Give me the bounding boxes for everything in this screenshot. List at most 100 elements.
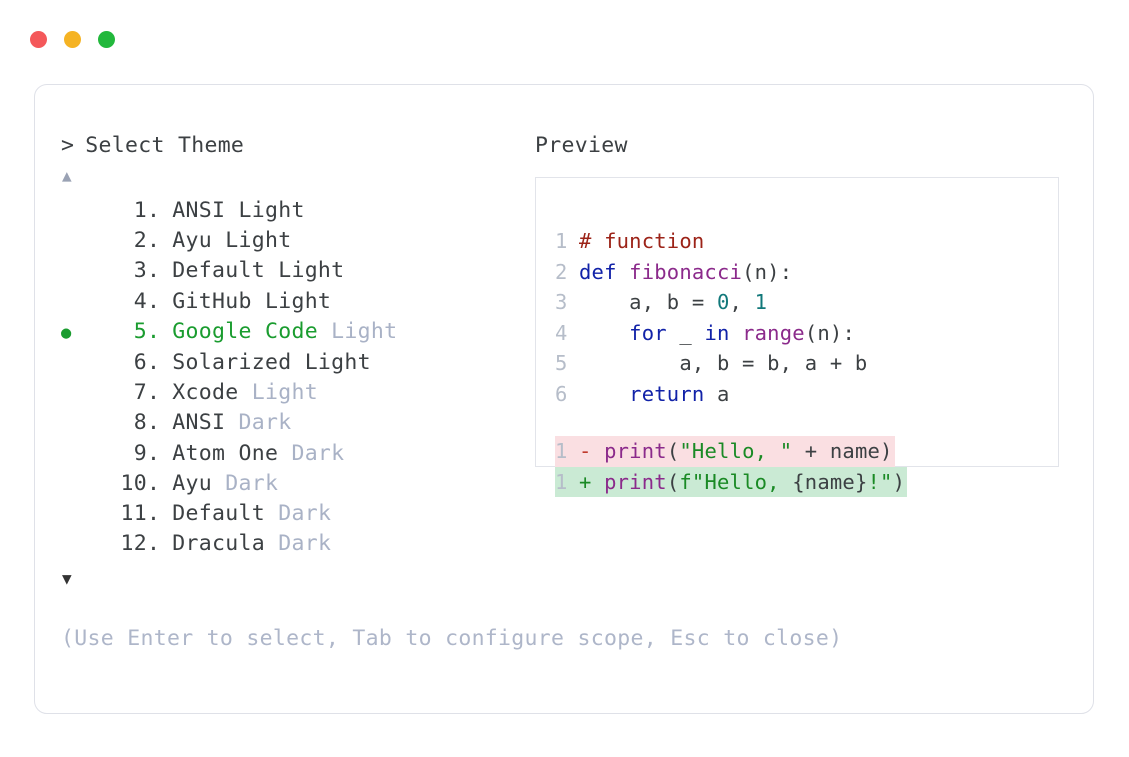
theme-item-index-dot: .	[147, 318, 161, 344]
diff-lines: 1- print("Hello, " + name)1+ print(f"Hel…	[555, 436, 1054, 497]
code-token: range	[742, 320, 805, 345]
diff-sign: +	[579, 469, 605, 494]
theme-list-item[interactable]: 4.GitHub Light	[61, 287, 531, 317]
diff-line-number: 1	[555, 436, 579, 467]
page-title: Select Theme	[85, 133, 245, 158]
theme-item-index-dot: .	[147, 258, 161, 284]
code-line: 1# function	[555, 226, 1054, 257]
code-token: + name)	[792, 439, 893, 463]
code-token	[579, 382, 629, 406]
code-token	[730, 321, 743, 345]
diff-sign: -	[579, 439, 605, 463]
code-token: 0	[716, 290, 730, 314]
code-token: a, b =	[579, 290, 717, 314]
theme-list-item[interactable]: 10.Ayu Dark	[61, 469, 531, 499]
theme-item-index-dot: .	[147, 531, 161, 557]
maximize-window-button[interactable]	[98, 31, 115, 48]
code-token: (	[666, 469, 680, 494]
code-token: (n):	[804, 320, 855, 345]
code-token: "Hello, "	[679, 439, 793, 463]
code-token: fibonacci	[629, 259, 743, 284]
theme-item-name: Atom One	[172, 440, 279, 466]
code-token: )	[892, 469, 906, 494]
theme-list-item[interactable]: 12.Dracula Dark	[61, 529, 531, 559]
code-line-content: def fibonacci(n):	[579, 257, 792, 288]
theme-list-item[interactable]: 3. Default Light	[61, 256, 531, 286]
theme-item-index: 5	[133, 318, 147, 344]
theme-item-index: 1	[133, 198, 147, 223]
window-controls	[30, 31, 115, 48]
theme-item-index-dot: .	[147, 350, 161, 376]
theme-item-variant: Dark	[264, 531, 332, 557]
theme-item-name: ANSI	[172, 410, 226, 436]
code-line-content: for _ in range(n):	[579, 318, 855, 349]
code-line-content: a, b = b, a + b	[579, 348, 867, 379]
code-line-content: return a	[579, 379, 730, 410]
theme-item-index: 2	[133, 228, 147, 254]
code-token: print	[604, 469, 667, 494]
scroll-up-icon[interactable]: ▲	[62, 166, 72, 185]
prompt-row: > Select Theme	[61, 133, 531, 159]
theme-item-index-dot: .	[147, 228, 161, 254]
keyboard-hint: (Use Enter to select, Tab to configure s…	[61, 626, 843, 651]
code-line: 4 for _ in range(n):	[555, 318, 1054, 349]
theme-item-index: 3	[133, 258, 147, 284]
theme-list-item[interactable]: 1.ANSI Light	[61, 196, 531, 226]
theme-list-item[interactable]: 2. Ayu Light	[61, 226, 531, 256]
theme-item-name: Ayu	[172, 470, 212, 496]
diff-line-removed: 1- print("Hello, " + name)	[555, 436, 1054, 467]
code-token: (n):	[742, 259, 793, 284]
theme-item-name: Xcode	[172, 380, 239, 406]
theme-item-index: 6	[133, 350, 147, 376]
code-line-content: a, b = 0, 1	[579, 287, 767, 318]
theme-item-index: 12	[120, 531, 147, 557]
theme-list-item[interactable]: 8.ANSI Dark	[61, 408, 531, 438]
theme-list-item[interactable]: 11.Default Dark	[61, 499, 531, 529]
theme-item-variant: Dark	[278, 440, 345, 466]
minimize-window-button[interactable]	[64, 31, 81, 48]
theme-list-item[interactable]: 6. Solarized Light	[61, 348, 531, 378]
theme-item-name: Solarized Light	[172, 350, 371, 376]
diff-line-content: + print(f"Hello, {name}!")	[579, 466, 908, 497]
theme-item-index-dot: .	[147, 440, 161, 466]
code-token: in	[704, 320, 730, 345]
theme-item-variant: Dark	[225, 410, 292, 436]
theme-list-item[interactable]: 9. Atom One Dark	[61, 439, 531, 469]
code-line: 6 return a	[555, 379, 1054, 410]
code-token: a	[704, 381, 730, 406]
theme-item-variant: Dark	[264, 501, 332, 527]
code-token: _	[666, 320, 705, 345]
theme-list-item[interactable]: 7.Xcode Light	[61, 378, 531, 408]
theme-item-name: ANSI Light	[172, 198, 305, 223]
theme-item-index: 10	[120, 470, 147, 496]
code-token: # function	[579, 229, 705, 253]
scroll-down-icon[interactable]: ▼	[62, 569, 72, 589]
close-window-button[interactable]	[30, 31, 47, 48]
theme-item-name: Ayu Light	[172, 228, 292, 254]
theme-item-variant: Light	[238, 380, 318, 406]
code-token: a, b = b, a + b	[579, 351, 868, 375]
code-line-content: # function	[579, 226, 704, 257]
theme-item-index: 9	[133, 440, 147, 466]
code-line: 5 a, b = b, a + b	[555, 348, 1054, 379]
code-token: return	[629, 381, 705, 406]
theme-item-index: 7	[133, 380, 147, 406]
theme-item-name: Google Code	[172, 318, 318, 344]
selected-bullet-icon: ●	[61, 322, 72, 343]
theme-item-name: GitHub Light	[172, 288, 332, 314]
theme-item-name: Default Light	[172, 258, 345, 284]
code-line: 3 a, b = 0, 1	[555, 287, 1054, 318]
theme-list-item[interactable]: ●5.Google Code Light	[61, 317, 531, 348]
theme-item-index: 8	[133, 410, 147, 436]
theme-item-name: Default	[172, 501, 265, 527]
code-token: for	[629, 320, 667, 345]
code-token: {name}	[792, 469, 868, 494]
code-token: def	[579, 259, 630, 284]
prompt-caret-icon: >	[61, 133, 75, 158]
